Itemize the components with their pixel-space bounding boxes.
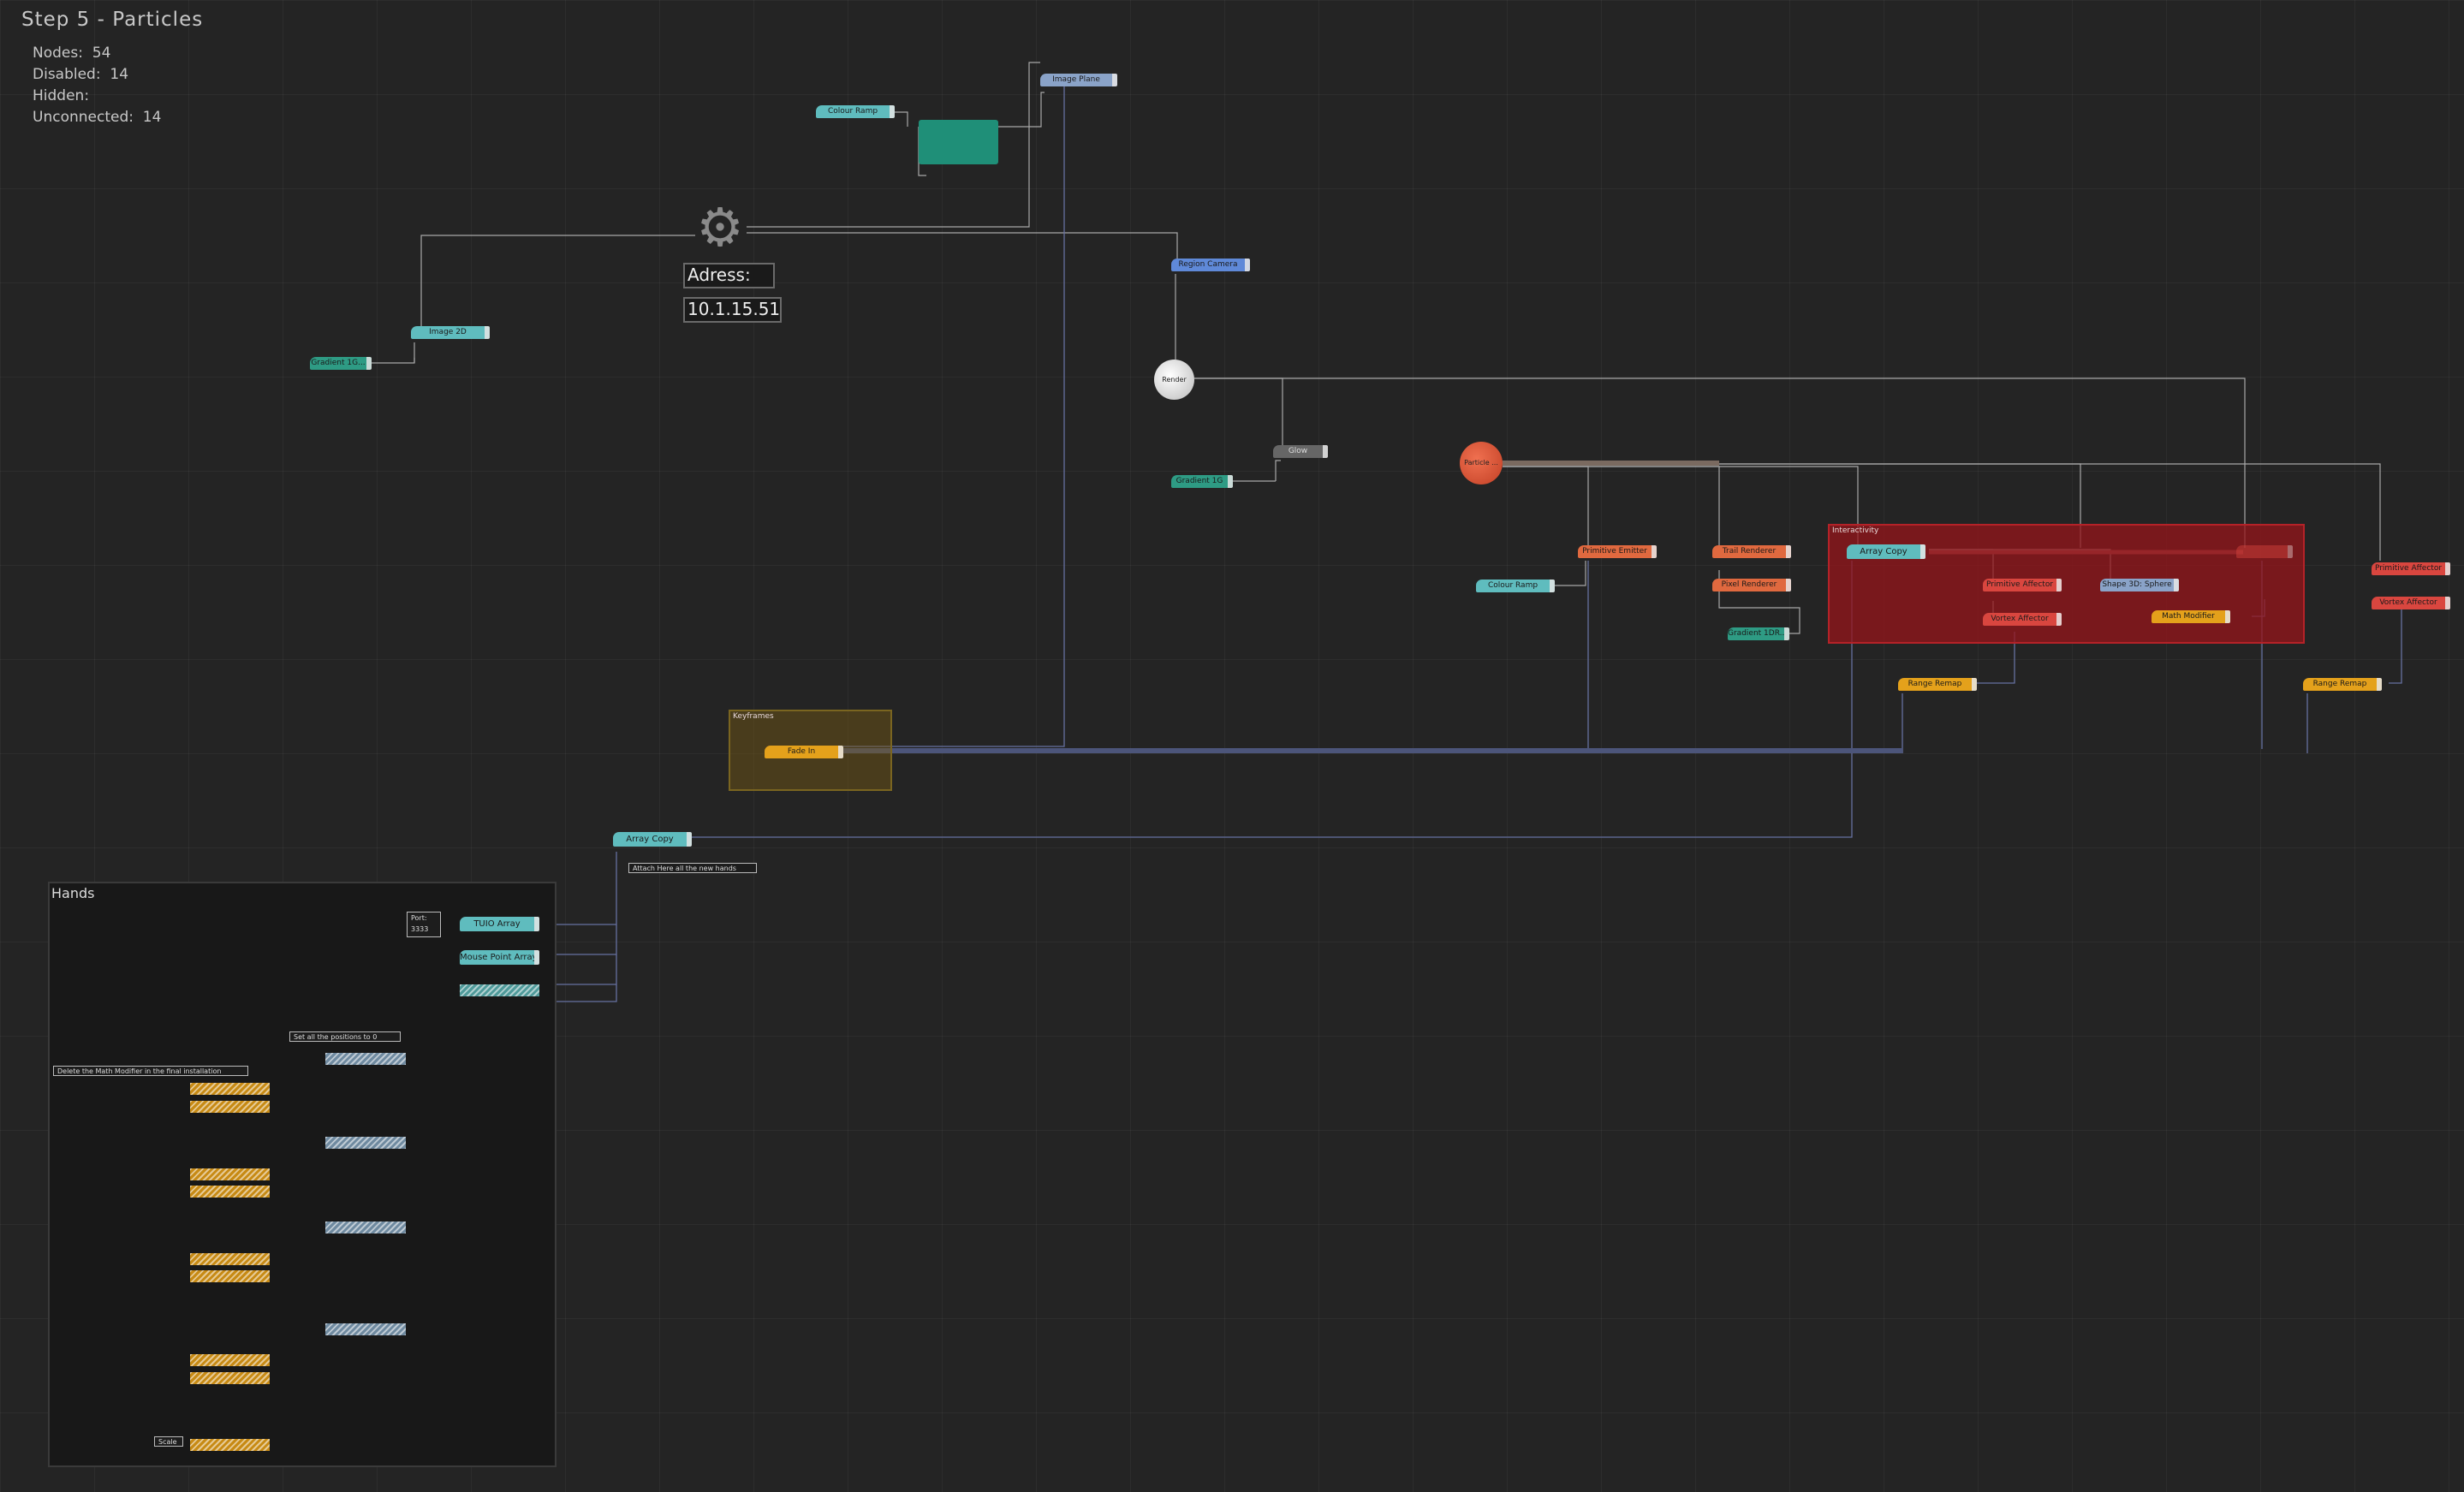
node-primitive-affector-inner[interactable]: Primitive Affector (1983, 579, 2062, 591)
node-disabled-remap-1a[interactable] (190, 1083, 270, 1095)
comment-port[interactable]: Port:3333 (407, 912, 441, 937)
address-field[interactable]: 10.1.15.51 (683, 297, 782, 323)
node-gradient-mid[interactable]: Gradient 1G (1171, 475, 1233, 488)
node-disabled-remap-3b[interactable] (190, 1270, 270, 1282)
node-disabled-scale[interactable] (190, 1439, 270, 1451)
node-disabled-remap-1b[interactable] (190, 1101, 270, 1113)
wire (1503, 466, 1859, 545)
scene-stats: Step 5 - Particles Nodes: 54 Disabled: 1… (21, 9, 203, 128)
node-disabled-remap-4b[interactable] (190, 1372, 270, 1384)
node-disabled-array[interactable] (460, 984, 539, 996)
wire (372, 342, 415, 364)
node-gradient-right[interactable]: Gradient 1DR... (1728, 627, 1789, 640)
wire (1194, 377, 2246, 548)
wire (747, 232, 1178, 259)
node-disabled-hand-4[interactable] (325, 1323, 406, 1335)
node-fade-in[interactable]: Fade In (765, 746, 843, 758)
node-array-copy-main[interactable]: Array Copy (613, 832, 692, 847)
group-interactivity-title: Interactivity (1832, 526, 1879, 535)
stat-nodes: Nodes: 54 (33, 45, 111, 62)
node-vortex-affector-inner[interactable]: Vortex Affector (1983, 613, 2062, 626)
node-disabled-hand-3[interactable] (325, 1222, 406, 1233)
stat-hidden: Hidden: (33, 87, 90, 104)
node-disabled-hand-1[interactable] (325, 1053, 406, 1065)
stat-disabled: Disabled: 14 (33, 66, 129, 83)
node-range-remap-1[interactable]: Range Remap (1898, 678, 1977, 691)
node-colour-ramp-top[interactable]: Colour Ramp (816, 105, 895, 118)
node-disabled-inner[interactable] (2236, 545, 2293, 558)
node-vortex-affector-outer[interactable]: Vortex Affector (2372, 597, 2450, 609)
wire (1503, 466, 1589, 545)
node-gradient-left[interactable]: Gradient 1G... (310, 357, 372, 370)
node-primitive-emitter[interactable]: Primitive Emitter (1578, 545, 1657, 558)
stat-unconnected: Unconnected: 14 (33, 109, 162, 126)
node-pixel-renderer[interactable]: Pixel Renderer (1712, 579, 1791, 591)
node-region-camera[interactable]: Region Camera (1171, 259, 1250, 271)
node-image-plane[interactable]: Image Plane (1040, 74, 1117, 86)
node-disabled-remap-2b[interactable] (190, 1186, 270, 1198)
comment-delete-math[interactable]: Delete the Math Modifier in the final in… (53, 1066, 248, 1076)
node-render[interactable]: Render (1154, 360, 1194, 400)
node-shape-3d-sphere[interactable]: Shape 3D: Sphere (2100, 579, 2179, 591)
node-video-preview[interactable] (919, 120, 998, 164)
group-hands-title: Hands (51, 885, 95, 901)
address-label: Adress: (683, 263, 775, 288)
comment-attach-hands[interactable]: Attach Here all the new hands (628, 863, 757, 873)
comment-set-positions[interactable]: Set all the positions to 0 (289, 1031, 401, 1042)
group-interactivity[interactable]: Interactivity (1828, 524, 2305, 644)
node-math-modifier[interactable]: Math Modifier (2152, 610, 2230, 623)
node-tuio-array[interactable]: TUIO Array (460, 917, 539, 931)
wire (895, 111, 908, 127)
node-mouse-point-array[interactable]: Mouse Point Array (460, 950, 539, 965)
node-disabled-remap-2a[interactable] (190, 1168, 270, 1180)
node-particle-system[interactable]: Particle ... (1460, 442, 1503, 484)
node-range-remap-2[interactable]: Range Remap (2303, 678, 2382, 691)
wire (2389, 609, 2402, 684)
node-trail-renderer[interactable]: Trail Renderer (1712, 545, 1791, 558)
wire (420, 235, 695, 332)
scene-title: Step 5 - Particles (21, 9, 204, 31)
comment-scale[interactable]: Scale (154, 1436, 183, 1447)
node-primitive-affector-outer[interactable]: Primitive Affector (2372, 562, 2450, 575)
node-glow[interactable]: Glow (1273, 445, 1328, 458)
wire (1503, 466, 1720, 545)
wire (1194, 377, 1283, 445)
node-disabled-hand-2[interactable] (325, 1137, 406, 1149)
node-colour-ramp-mid[interactable]: Colour Ramp (1476, 580, 1555, 592)
wire (1275, 460, 1281, 481)
node-disabled-remap-3a[interactable] (190, 1253, 270, 1265)
wire (843, 81, 1065, 747)
node-disabled-remap-4a[interactable] (190, 1354, 270, 1366)
osc-gear-icon[interactable]: ⚙ (696, 196, 744, 259)
wire (998, 92, 1045, 128)
wire (1551, 561, 1586, 586)
group-hands[interactable]: Hands (48, 882, 556, 1467)
node-image-2d[interactable]: Image 2D (411, 326, 490, 339)
group-keyframes-title: Keyframes (733, 712, 774, 721)
wire (692, 561, 1853, 838)
node-array-copy-inner[interactable]: Array Copy (1847, 544, 1925, 559)
